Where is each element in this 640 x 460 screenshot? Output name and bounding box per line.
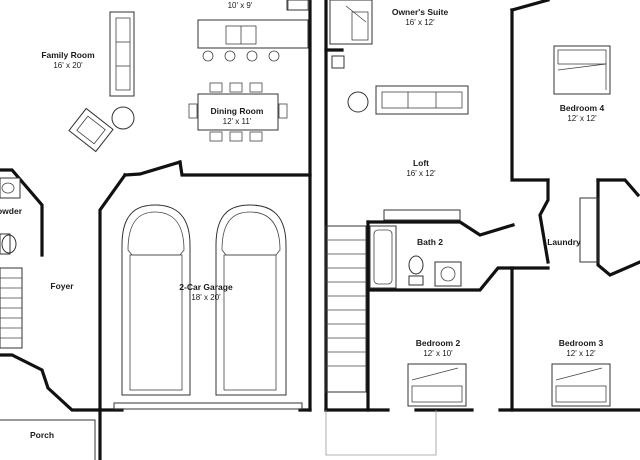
dining-room-label: Dining Room: [211, 106, 264, 116]
car-left-icon: [121, 204, 191, 396]
powder-wall: [0, 168, 44, 257]
bath2-label: Bath 2: [417, 237, 443, 247]
powder-label: Powder: [0, 206, 23, 216]
dresser-icon: [286, 0, 310, 11]
foyer-left-wall: [0, 353, 102, 412]
bedroom4-right-wall: [596, 178, 640, 198]
bedroom4-left-wall: [510, 8, 550, 182]
porch-outline: [0, 419, 96, 460]
owners-suite-label: Owner's Suite: [392, 7, 449, 17]
first-floor: [0, 0, 312, 460]
garage-top-wall: [178, 160, 312, 412]
bedroom2-bed-icon: [407, 363, 467, 407]
loft-console-icon: [383, 209, 461, 221]
front-porch-outline: [325, 410, 437, 456]
sofa-icon: [109, 11, 135, 97]
loft-label: Loft: [413, 158, 429, 168]
bedroom4-bed-icon: [553, 45, 611, 95]
loft-stairs: [325, 225, 367, 393]
bedroom3-label: Bedroom 3: [559, 338, 604, 348]
bath2-sink-icon: [434, 261, 462, 287]
bedroom2-label: Bedroom 2: [416, 338, 461, 348]
kitchen-dim: 10' x 9': [228, 1, 253, 10]
bedroom2-dim: 12' x 10': [423, 349, 453, 358]
loft-sofa-icon: [375, 85, 469, 115]
kitchen-island-icon: [197, 0, 309, 62]
garage-door-frame: [113, 402, 303, 410]
nightstand-icon: [331, 55, 345, 69]
bath2-bottom-wall: [366, 266, 550, 292]
side-table-icon: [111, 106, 135, 130]
laundry-walls: [538, 178, 640, 277]
bedroom4-top-wall: [510, 0, 550, 12]
bedroom4-dim: 12' x 12': [567, 114, 597, 123]
bath2-top-wall: [366, 220, 515, 237]
car-right-icon: [215, 204, 287, 396]
family-room-label: Family Room: [41, 50, 95, 60]
family-room-dim: 16' x 20': [53, 61, 83, 70]
garage-left-wall: [98, 172, 128, 412]
garage-dim: 18' x 20': [191, 293, 221, 302]
foyer-label: Foyer: [50, 281, 74, 291]
loft-dim: 16' x 12': [406, 169, 436, 178]
armchair-icon: [68, 107, 114, 153]
dining-room-dim: 12' x 11': [223, 117, 252, 126]
loft-chair-icon: [347, 91, 369, 113]
laundry-label: Laundry: [547, 237, 581, 247]
bedroom3-dim: 12' x 12': [566, 349, 596, 358]
porch-label: Porch: [30, 430, 54, 440]
second-floor: [286, 0, 640, 456]
bedroom3-bed-icon: [551, 363, 611, 407]
bath2-toilet-icon: [408, 255, 424, 286]
bathtub-icon: [369, 225, 397, 289]
kitchen-garage-wall: [123, 160, 182, 177]
owners-suite-dim: 16' x 12': [405, 18, 435, 27]
dining-table-icon: [188, 82, 288, 142]
bedroom4-label: Bedroom 4: [560, 103, 605, 113]
toilet-icon: [0, 233, 17, 255]
powder-vanity-icon: [0, 177, 21, 199]
garage-label: 2-Car Garage: [179, 282, 233, 292]
laundry-closet: [579, 197, 599, 263]
foyer-stairs: [0, 267, 23, 349]
owners-bed-icon: [329, 0, 373, 45]
